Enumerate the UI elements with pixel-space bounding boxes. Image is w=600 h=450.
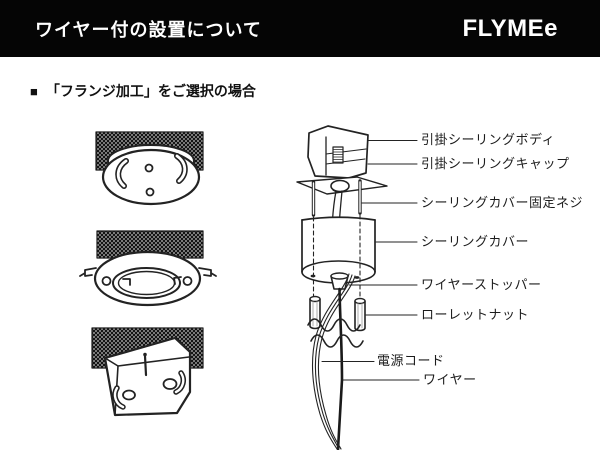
leader-lines (321, 139, 420, 381)
label-power-cord: 電源コード (377, 353, 445, 368)
square-ceiling-body-diagram (91, 327, 204, 417)
section-heading: ■ 「フランジ加工」をご選択の場合 (30, 81, 256, 101)
label-ceiling-cover: シーリングカバー (421, 234, 530, 249)
label-wire: ワイヤー (423, 372, 477, 387)
header-bar: ワイヤー付の設置について FLYMEe (0, 0, 600, 57)
page-title: ワイヤー付の設置について (35, 19, 262, 40)
flange-ring-diagram (79, 230, 217, 307)
ceiling-cap-part (296, 176, 388, 195)
exploded-assembly-diagram (296, 125, 420, 450)
wire-line (336, 287, 344, 450)
section-heading-text: 「フランジ加工」をご選択の場合 (45, 83, 256, 99)
square-bullet-icon: ■ (30, 83, 38, 99)
power-cord-lines (312, 273, 356, 450)
diagram-canvas (79, 125, 420, 450)
knurled-nuts-part (309, 295, 366, 332)
cover-fixing-screws (311, 179, 362, 217)
label-ceiling-cap: 引掛シーリングキャップ (421, 156, 570, 171)
label-wire-stopper: ワイヤーストッパー (421, 277, 542, 292)
flymee-logo: FLYMEe (462, 14, 558, 42)
label-cover-screw: シーリングカバー固定ネジ (421, 195, 584, 210)
ceiling-body-part (307, 125, 369, 179)
label-knurled-nut: ローレットナット (421, 307, 530, 322)
label-ceiling-body: 引掛シーリングボディ (421, 132, 556, 147)
round-ceiling-body-diagram (95, 131, 204, 206)
content-area: ■ 「フランジ加工」をご選択の場合 (0, 57, 600, 450)
